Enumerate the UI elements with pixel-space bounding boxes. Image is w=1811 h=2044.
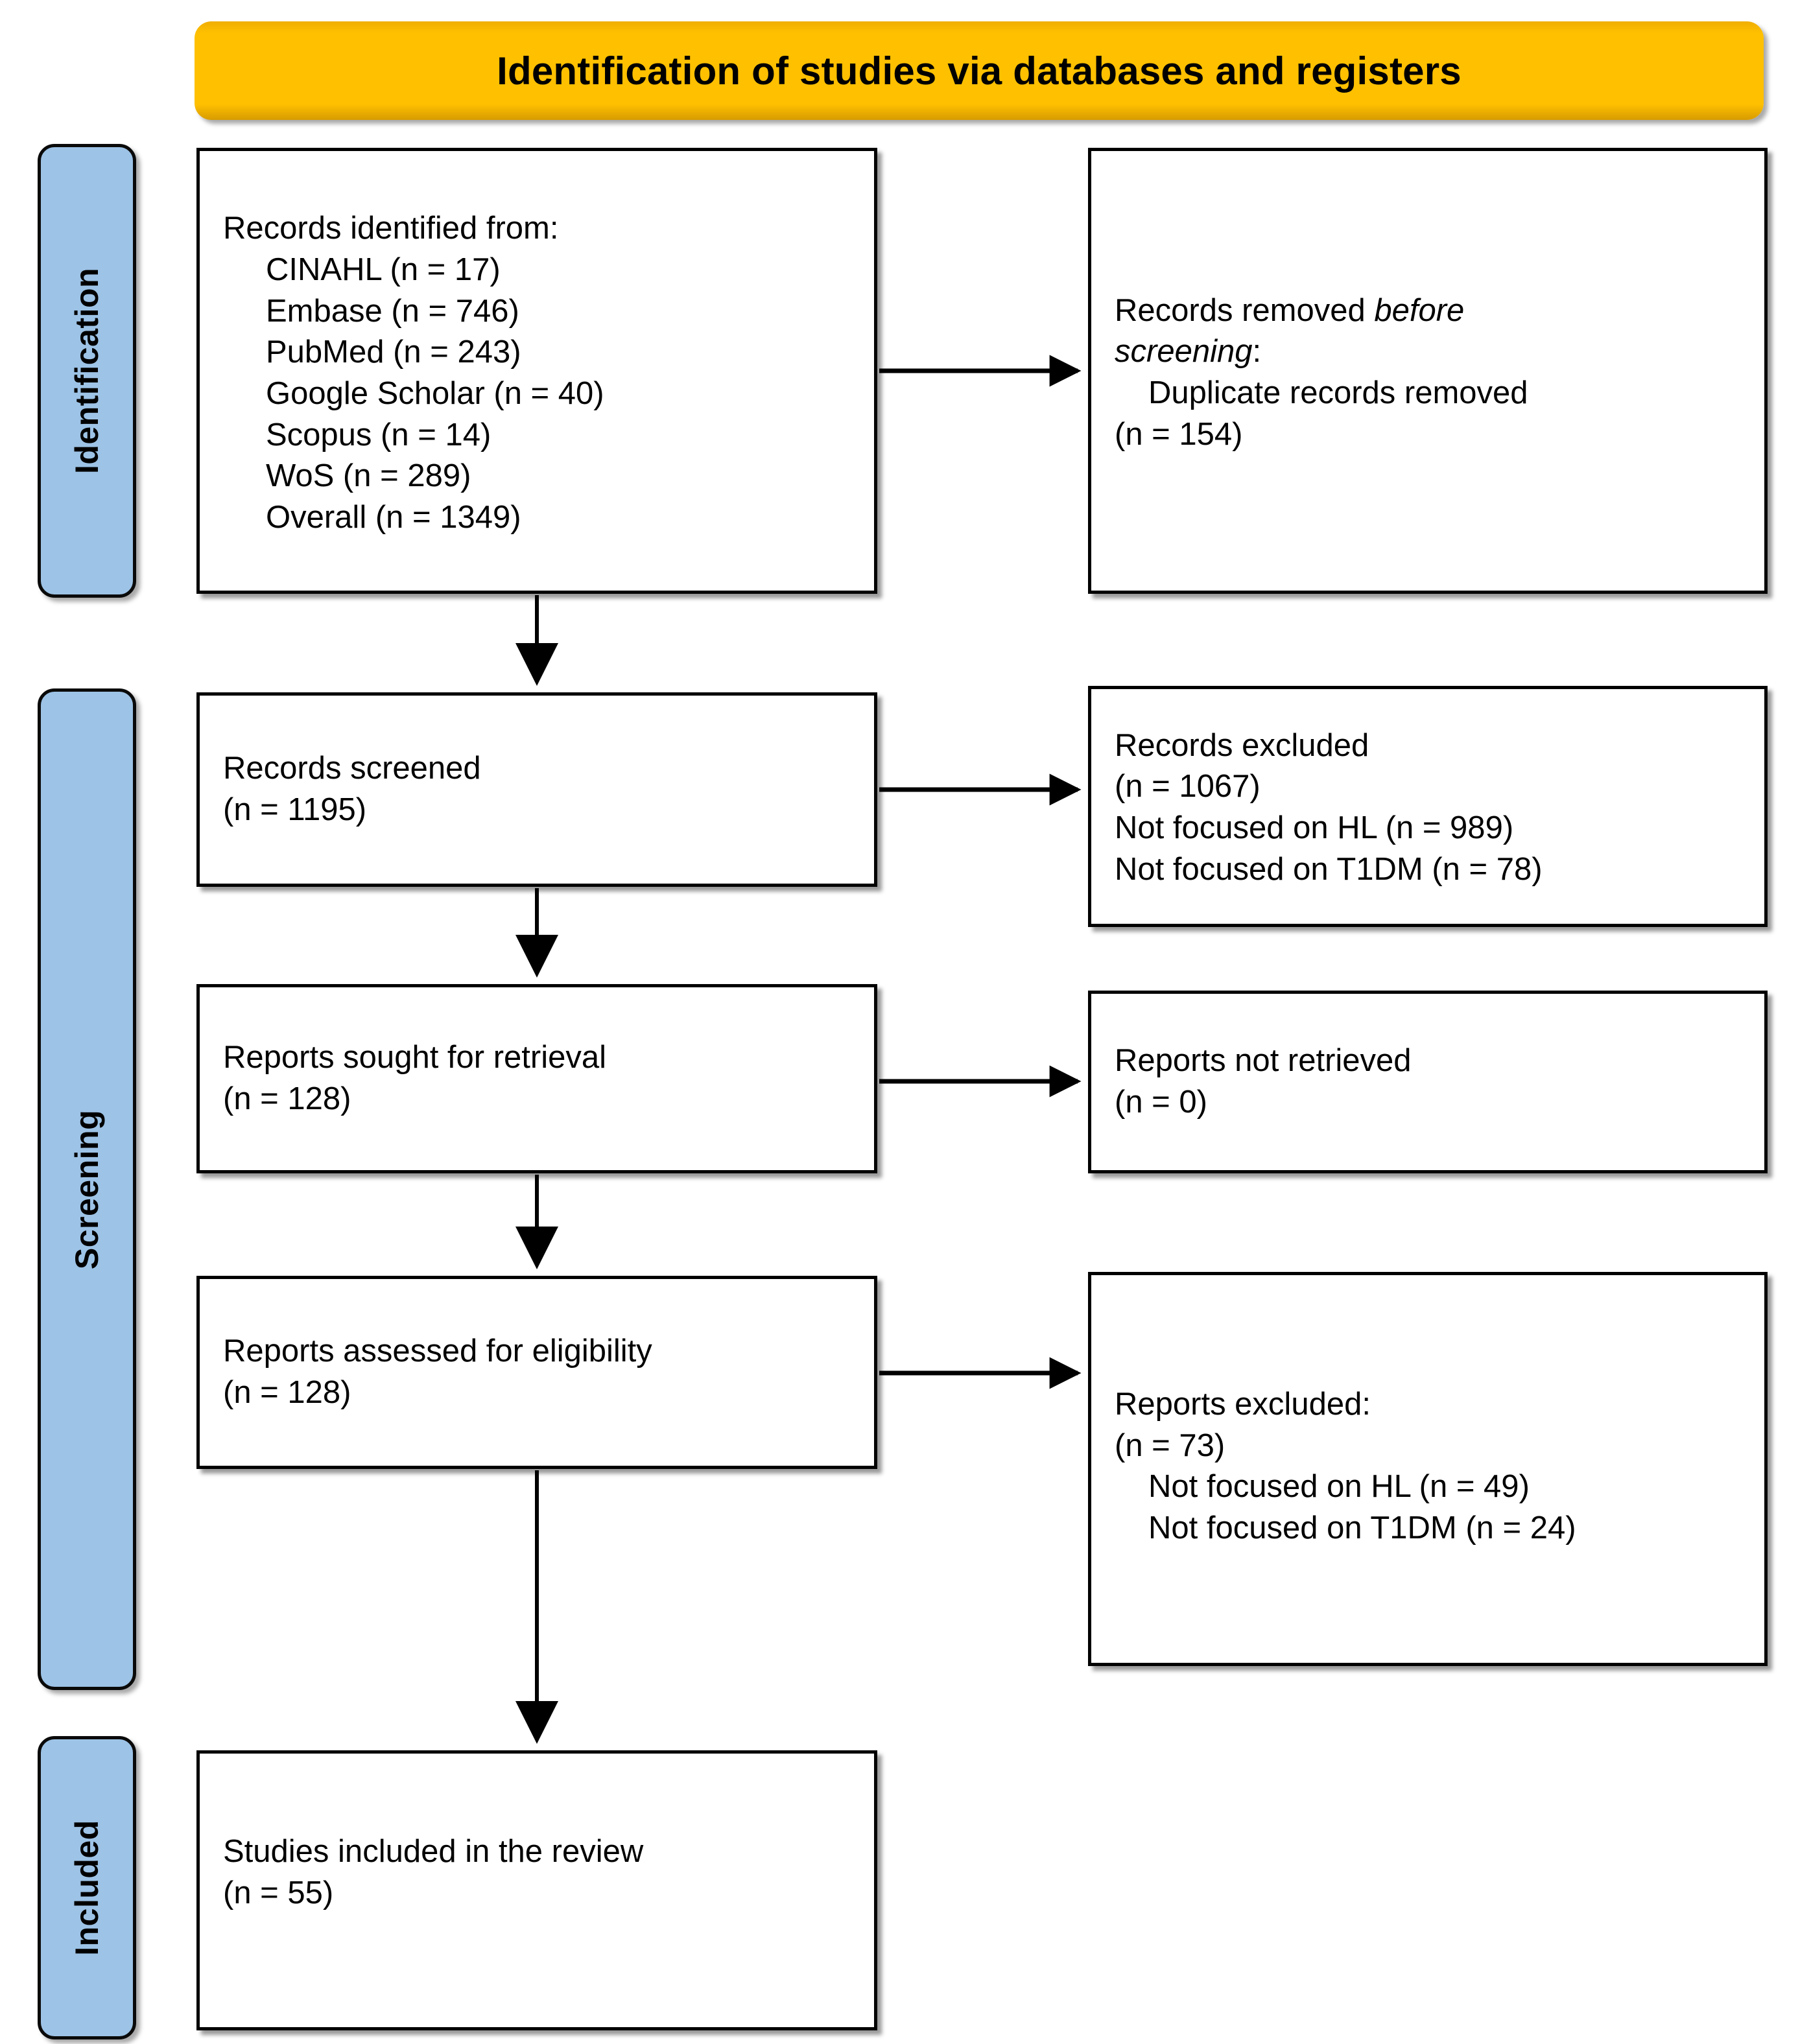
- diagram-header-banner: Identification of studies via databases …: [195, 21, 1764, 120]
- box-reports-excluded: Reports excluded: (n = 73) Not focused o…: [1088, 1272, 1768, 1666]
- studies-included-count: (n = 55): [223, 1875, 334, 1910]
- stage-label-screening: Screening: [69, 1109, 105, 1269]
- box-records-screened-text: Records screened (n = 1195): [200, 748, 874, 830]
- records-identified-title: Records identified from:: [223, 211, 559, 246]
- stage-bar-included: Included: [38, 1736, 136, 2039]
- records-excluded-not-focused-t1dm: Not focused on T1DM (n = 78): [1115, 851, 1543, 887]
- stage-bar-screening: Screening: [38, 688, 136, 1690]
- box-records-excluded-text: Records excluded (n = 1067) Not focused …: [1091, 723, 1764, 891]
- stage-label-included: Included: [69, 1820, 106, 1956]
- source-google-scholar: Google Scholar (n = 40): [266, 376, 604, 411]
- records-excluded-label: Records excluded: [1115, 727, 1369, 763]
- reports-sought-label: Reports sought for retrieval: [223, 1040, 606, 1075]
- diagram-title: Identification of studies via databases …: [497, 49, 1462, 93]
- box-records-identified-text: Records identified from: CINAHL (n = 17)…: [200, 203, 874, 539]
- box-studies-included-in-review: Studies included in the review (n = 55): [196, 1750, 877, 2030]
- records-removed-prefix: Records removed: [1115, 292, 1375, 328]
- box-studies-included-text: Studies included in the review (n = 55): [200, 1754, 874, 1914]
- reports-assessed-count: (n = 128): [223, 1375, 351, 1410]
- reports-assessed-label: Reports assessed for eligibility: [223, 1333, 652, 1369]
- reports-excluded-label: Reports excluded:: [1115, 1387, 1371, 1422]
- reports-not-retrieved-label: Reports not retrieved: [1115, 1043, 1412, 1079]
- box-reports-not-retrieved: Reports not retrieved (n = 0): [1088, 991, 1768, 1173]
- reports-not-retrieved-count: (n = 0): [1115, 1085, 1207, 1120]
- duplicate-records-count: (n = 154): [1115, 416, 1243, 452]
- source-embase: Embase (n = 746): [266, 293, 519, 329]
- records-excluded-count: (n = 1067): [1115, 769, 1261, 805]
- box-records-removed-before-screening: Records removed before screening: Duplic…: [1088, 148, 1768, 594]
- reports-excluded-not-focused-t1dm: Not focused on T1DM (n = 24): [1148, 1510, 1576, 1546]
- stage-bar-identification: Identification: [38, 144, 136, 598]
- box-reports-assessed-for-eligibility: Reports assessed for eligibility (n = 12…: [196, 1276, 877, 1469]
- duplicate-records-removed: Duplicate records removed: [1148, 375, 1528, 410]
- records-screened-label: Records screened: [223, 751, 481, 786]
- source-wos: WoS (n = 289): [266, 458, 471, 494]
- reports-excluded-count: (n = 73): [1115, 1427, 1225, 1463]
- box-records-removed-text: Records removed before screening: Duplic…: [1091, 287, 1764, 456]
- source-overall: Overall (n = 1349): [266, 500, 521, 535]
- records-removed-screening-italic: screening: [1115, 334, 1253, 370]
- records-removed-line2: screening:: [1115, 331, 1745, 373]
- records-screened-count: (n = 1195): [223, 792, 367, 827]
- source-cinahl: CINAHL (n = 17): [266, 252, 501, 287]
- reports-sought-count: (n = 128): [223, 1081, 351, 1116]
- stage-label-identification: Identification: [69, 267, 106, 475]
- box-records-identified: Records identified from: CINAHL (n = 17)…: [196, 148, 877, 594]
- reports-excluded-not-focused-hl: Not focused on HL (n = 49): [1148, 1469, 1530, 1505]
- box-records-excluded: Records excluded (n = 1067) Not focused …: [1088, 686, 1768, 927]
- box-reports-sought-for-retrieval: Reports sought for retrieval (n = 128): [196, 984, 877, 1173]
- records-excluded-not-focused-hl: Not focused on HL (n = 989): [1115, 810, 1514, 845]
- box-reports-not-retrieved-text: Reports not retrieved (n = 0): [1091, 1040, 1764, 1123]
- box-reports-assessed-text: Reports assessed for eligibility (n = 12…: [200, 1331, 874, 1413]
- records-removed-colon: :: [1252, 334, 1262, 370]
- source-scopus: Scopus (n = 14): [266, 417, 491, 452]
- source-pubmed: PubMed (n = 243): [266, 335, 521, 370]
- records-removed-line1: Records removed before: [1115, 290, 1745, 332]
- box-reports-excluded-text: Reports excluded: (n = 73) Not focused o…: [1091, 1275, 1764, 1549]
- box-reports-sought-text: Reports sought for retrieval (n = 128): [200, 1037, 874, 1120]
- studies-included-label: Studies included in the review: [223, 1834, 644, 1869]
- box-records-screened: Records screened (n = 1195): [196, 692, 877, 887]
- records-removed-before-italic: before: [1374, 292, 1465, 328]
